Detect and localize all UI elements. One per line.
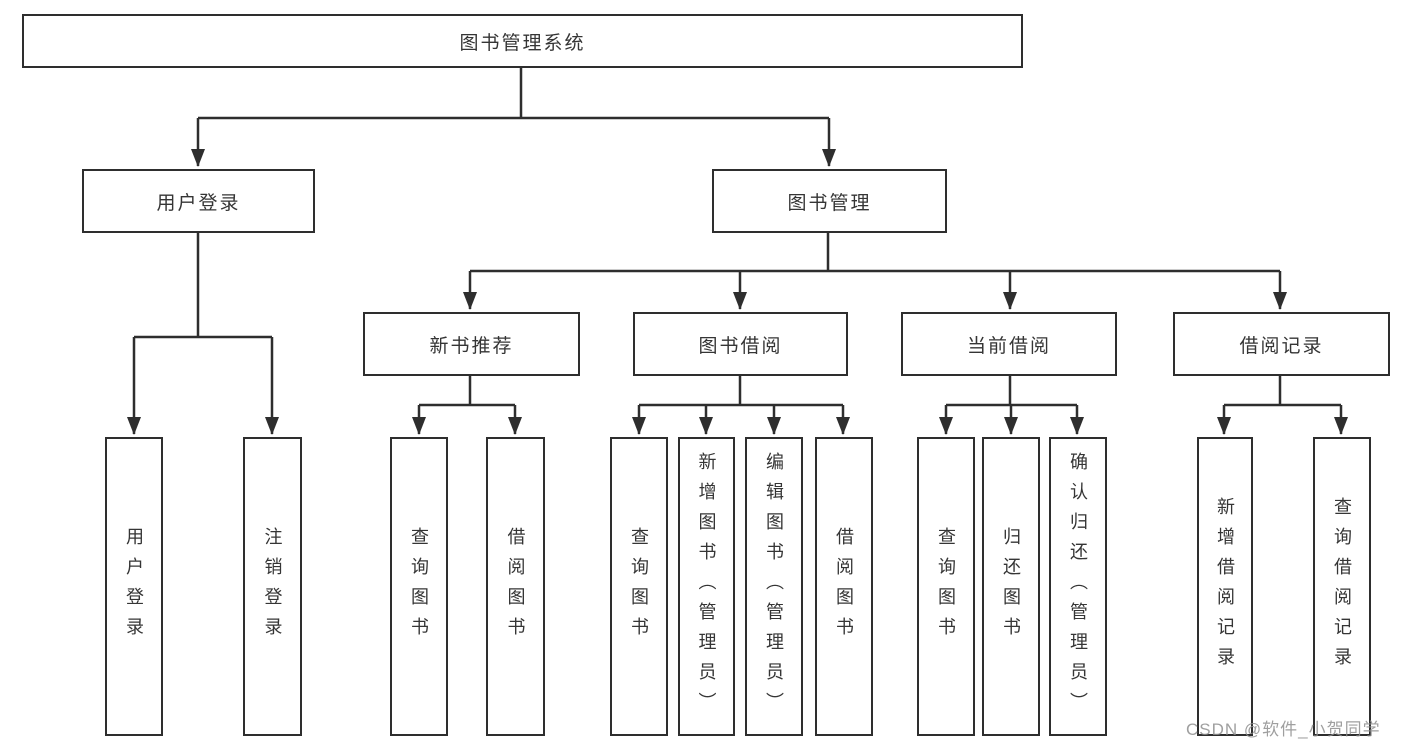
node-root: 图书管理系统 xyxy=(22,14,1023,68)
leaf-confirm-return-admin-label: 确认归还（管理员） xyxy=(1068,451,1088,722)
connector xyxy=(419,376,515,407)
node-book-borrow-label: 图书借阅 xyxy=(698,335,783,357)
leaf-borrow-query-books: 查询图书 xyxy=(610,437,668,736)
node-user-login-label: 用户登录 xyxy=(156,192,241,214)
leaf-borrow-books: 借阅图书 xyxy=(815,437,873,736)
leaf-rec-query-books: 查询图书 xyxy=(390,437,448,736)
connector xyxy=(639,376,843,407)
watermark: CSDN @软件_小贺同学 xyxy=(1186,720,1381,739)
connector xyxy=(946,376,1077,407)
node-book-mgmt-label: 图书管理 xyxy=(787,192,872,214)
node-borrow-record-label: 借阅记录 xyxy=(1239,335,1324,357)
leaf-return-books: 归还图书 xyxy=(982,437,1040,736)
leaf-add-books-admin-label: 新增图书（管理员） xyxy=(696,451,717,722)
leaf-query-borrow-record: 查询借阅记录 xyxy=(1313,437,1371,736)
node-current-borrow-label: 当前借阅 xyxy=(966,335,1051,357)
leaf-user-login: 用户登录 xyxy=(105,437,163,736)
node-root-label: 图书管理系统 xyxy=(459,32,586,54)
node-user-login: 用户登录 xyxy=(82,169,315,233)
leaf-add-borrow-record: 新增借阅记录 xyxy=(1197,437,1253,736)
leaf-add-books-admin: 新增图书（管理员） xyxy=(678,437,735,736)
connector xyxy=(1224,376,1341,407)
leaf-rec-query-books-label: 查询图书 xyxy=(409,526,429,647)
leaf-edit-books-admin-label: 编辑图书（管理员） xyxy=(764,451,784,722)
leaf-rec-borrow-books-label: 借阅图书 xyxy=(505,526,526,647)
connector xyxy=(134,233,272,339)
connector xyxy=(470,233,1280,273)
leaf-borrow-query-books-label: 查询图书 xyxy=(629,526,649,647)
leaf-rec-borrow-books: 借阅图书 xyxy=(486,437,545,736)
node-book-borrow: 图书借阅 xyxy=(633,312,848,376)
node-current-borrow: 当前借阅 xyxy=(901,312,1117,376)
leaf-confirm-return-admin: 确认归还（管理员） xyxy=(1049,437,1107,736)
leaf-edit-books-admin: 编辑图书（管理员） xyxy=(745,437,803,736)
leaf-logout-label: 注销登录 xyxy=(262,526,283,647)
leaf-borrow-books-label: 借阅图书 xyxy=(834,526,854,647)
node-new-book-rec: 新书推荐 xyxy=(363,312,580,376)
connector xyxy=(198,68,829,120)
node-book-mgmt: 图书管理 xyxy=(712,169,947,233)
node-borrow-record: 借阅记录 xyxy=(1173,312,1390,376)
leaf-return-books-label: 归还图书 xyxy=(1001,526,1021,647)
leaf-current-query-books-label: 查询图书 xyxy=(936,526,956,647)
leaf-logout: 注销登录 xyxy=(243,437,302,736)
connector-group xyxy=(127,68,1348,435)
node-new-book-rec-label: 新书推荐 xyxy=(429,335,514,357)
leaf-user-login-label: 用户登录 xyxy=(124,526,144,647)
leaf-query-borrow-record-label: 查询借阅记录 xyxy=(1332,496,1352,677)
leaf-add-borrow-record-label: 新增借阅记录 xyxy=(1215,496,1235,677)
leaf-current-query-books: 查询图书 xyxy=(917,437,975,736)
